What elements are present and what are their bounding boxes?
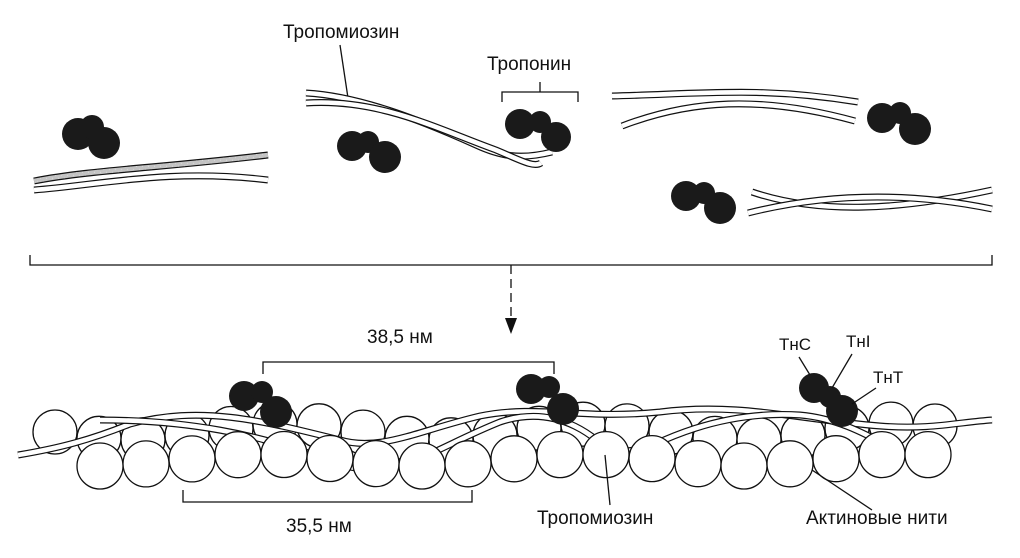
tni-label: ТнI — [846, 332, 871, 351]
actin-monomer — [536, 430, 584, 479]
tnc-label: ТнС — [779, 335, 811, 354]
tni-leader — [831, 353, 853, 389]
actin-monomer — [122, 440, 170, 488]
arrow-down-icon — [505, 265, 517, 334]
actin-monomer — [214, 431, 262, 479]
actin-monomer — [674, 440, 722, 488]
tropomyosin-strand-center — [305, 89, 553, 168]
tropomyosin-top-label: Тропомиозин — [283, 22, 399, 43]
troponin-complex-bound — [505, 109, 571, 152]
span-lower-bracket — [182, 490, 473, 503]
actin-monomer — [352, 439, 400, 488]
actin-label: Актиновые нити — [806, 508, 948, 529]
components-panel: Тропомиозин Тропонин — [33, 22, 993, 224]
tnt-leader — [851, 387, 877, 405]
actin-monomer — [720, 442, 768, 490]
actin-monomer — [858, 430, 906, 479]
assembly-bracket — [29, 255, 993, 266]
troponin-label: Тропонин — [487, 54, 571, 75]
actin-monomer — [904, 430, 952, 479]
troponin-complex — [337, 131, 401, 173]
tnc-leader — [798, 356, 811, 376]
actin-monomer — [260, 430, 308, 479]
actin-monomer — [398, 442, 446, 490]
tropomyosin-top-leader — [339, 44, 349, 99]
actin-monomer — [76, 442, 124, 490]
span-upper-bracket — [262, 361, 555, 374]
actin-monomer — [444, 440, 492, 488]
actin-monomer — [306, 434, 354, 483]
troponin-complex — [62, 115, 120, 159]
tnt-label: ТнТ — [873, 368, 903, 387]
troponin-complex-subunits — [799, 373, 858, 427]
actin-leader — [811, 469, 873, 511]
actin-monomer — [490, 435, 538, 483]
span-lower-label: 35,5 нм — [286, 516, 352, 537]
tropomyosin-strand — [747, 186, 993, 217]
troponin-complex-on-filament — [229, 381, 292, 428]
tropomyosin-strand — [611, 88, 859, 130]
troponin-complex — [671, 181, 736, 224]
actin-monomer — [766, 440, 814, 488]
troponin-complex-on-filament — [516, 374, 579, 425]
tropomyosin-strand — [33, 151, 269, 194]
actin-monomer — [628, 434, 676, 483]
tropomyosin-bottom-leader — [604, 454, 611, 506]
troponin-bracket — [501, 82, 579, 102]
actin-monomer — [168, 435, 216, 483]
tropomyosin-bottom-label: Тропомиозин — [537, 508, 653, 529]
actin-filament-front — [76, 430, 952, 490]
span-upper-label: 38,5 нм — [367, 327, 433, 348]
troponin-complex — [867, 102, 931, 145]
